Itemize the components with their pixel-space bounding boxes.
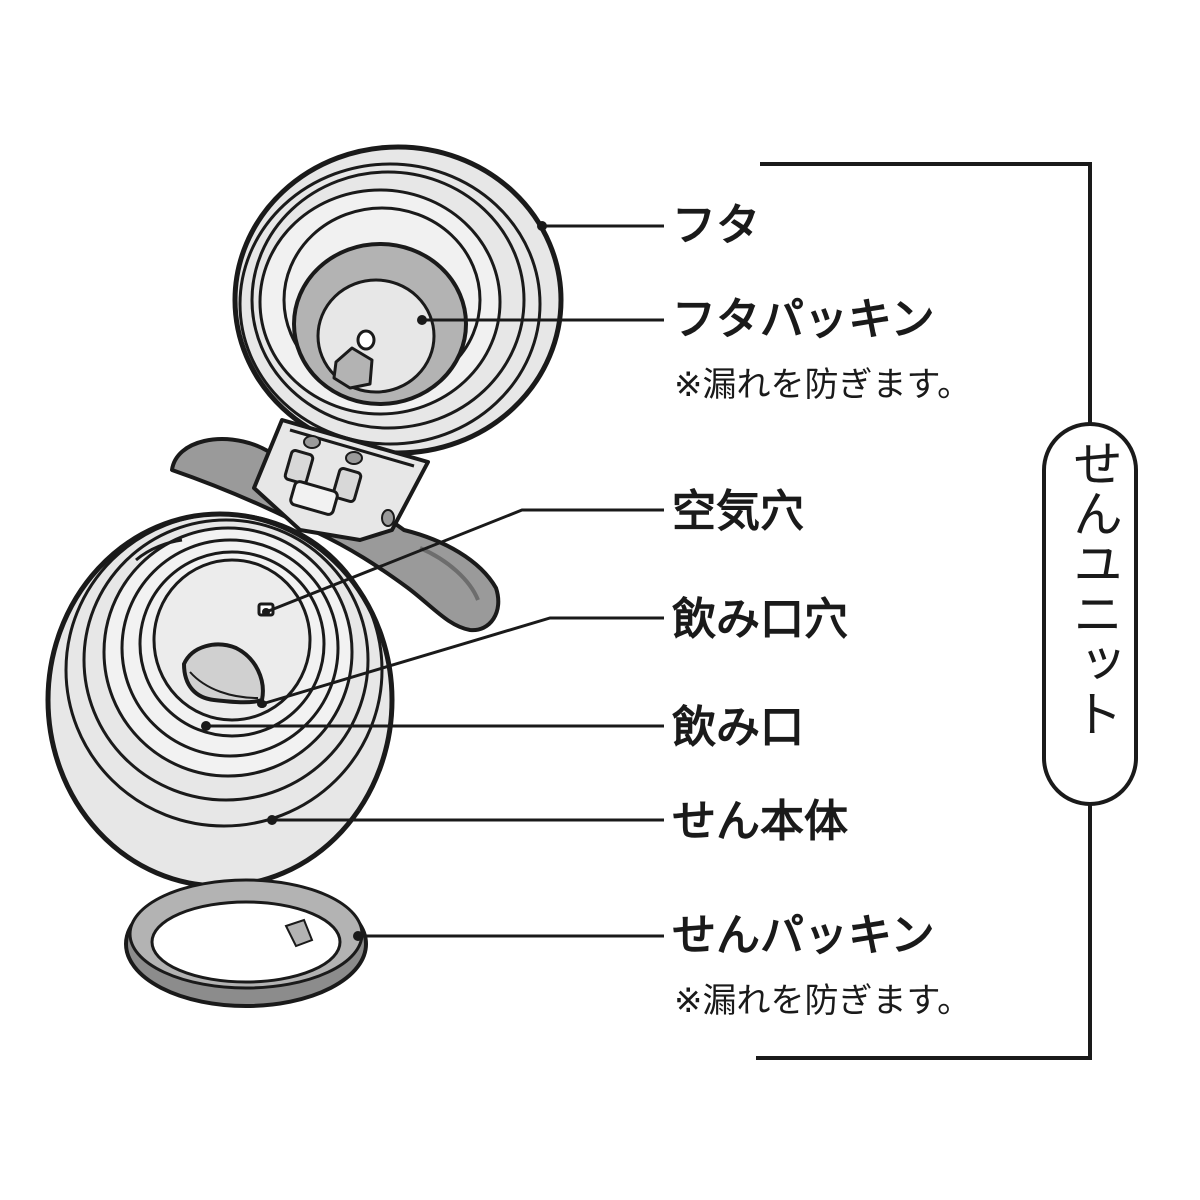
label-stopper-unit: せんユニット xyxy=(1065,438,1123,738)
leader-air-hole xyxy=(265,508,664,614)
label-spout: 飲み口 xyxy=(672,702,804,753)
hinge-bracket xyxy=(252,418,430,542)
label-spout-hole: 飲み口穴 xyxy=(672,594,848,645)
note-stopper-gasket: ※漏れを防ぎます。 xyxy=(674,981,972,1021)
label-lid: フタ xyxy=(672,200,760,251)
note-lid-gasket: ※漏れを防ぎます。 xyxy=(674,365,972,405)
leader-spout-hole xyxy=(261,616,664,706)
stopper-gasket xyxy=(124,878,368,1008)
label-air-hole: 空気穴 xyxy=(672,486,804,537)
leader-dots xyxy=(201,221,547,941)
unit-bracket xyxy=(756,162,1138,1060)
label-lid-gasket: フタパッキン xyxy=(672,294,935,345)
spout xyxy=(181,642,265,705)
lid-gasket xyxy=(292,242,468,406)
label-stopper-body: せん本体 xyxy=(672,796,848,847)
label-stopper-gasket: せんパッキン xyxy=(672,910,935,961)
leader-lines xyxy=(206,224,664,938)
